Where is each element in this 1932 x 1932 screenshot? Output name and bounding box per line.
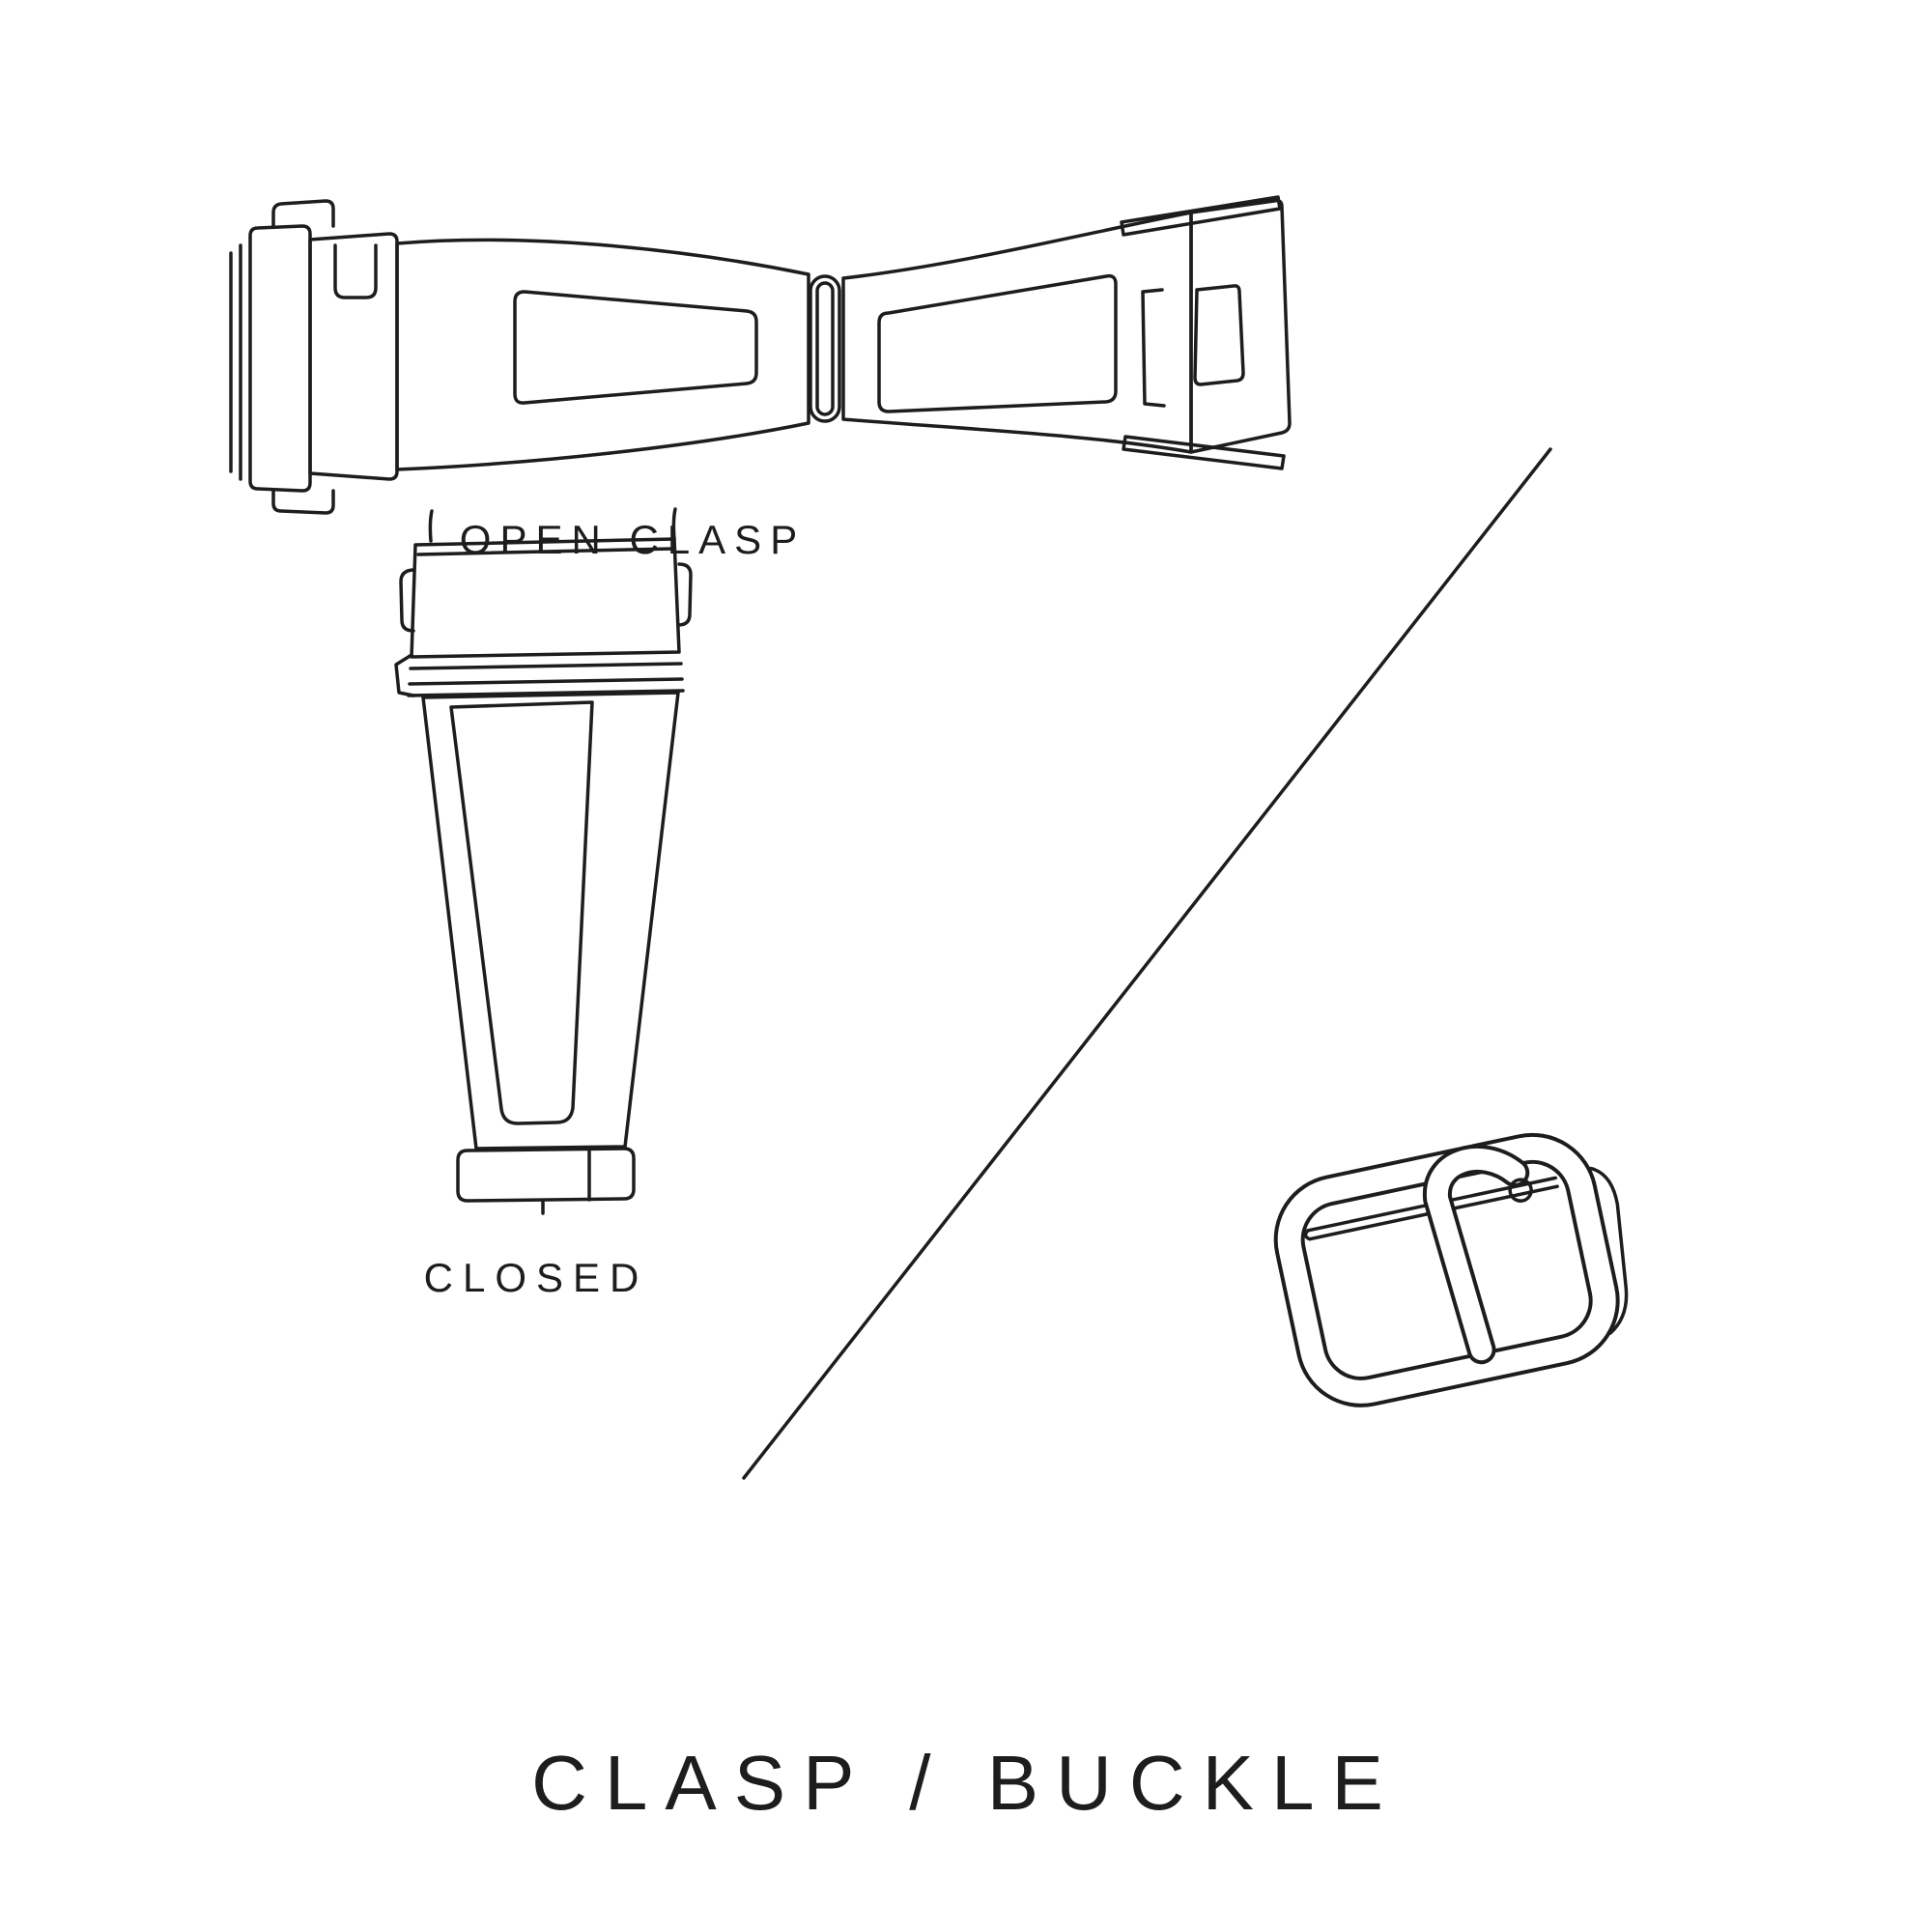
page-title: CLASP / BUCKLE [531, 1740, 1401, 1826]
buckle-illustration [1273, 1132, 1629, 1407]
closed-label: CLOSED [423, 1255, 649, 1300]
closed-clasp-illustration [394, 507, 693, 1215]
open-clasp-label: OPEN CLASP [459, 517, 807, 562]
open-clasp-illustration [229, 195, 1292, 515]
